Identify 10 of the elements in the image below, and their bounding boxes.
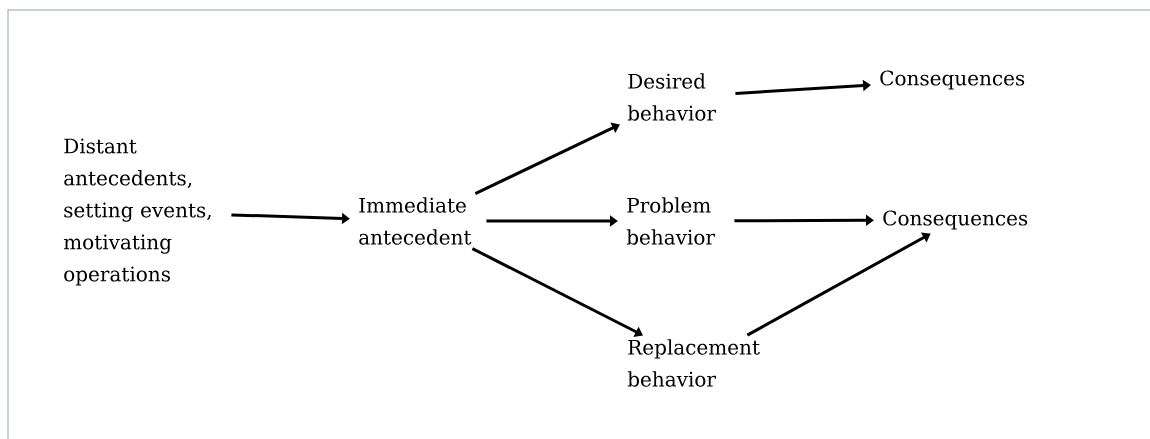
- label-text: Replacement behavior: [627, 339, 760, 387]
- label-text: Consequences: [883, 210, 1028, 230]
- label-text: Immediate antecedent: [359, 197, 472, 245]
- label-text: Desired behavior: [627, 73, 716, 121]
- label-text: Problem behavior: [626, 197, 715, 245]
- arrow: [735, 79, 871, 95]
- arrow: [746, 232, 931, 337]
- arrow: [474, 122, 620, 195]
- label-text: Consequences: [880, 70, 1025, 90]
- label-text: Distant antecedents, setting events, motivating operations: [63, 138, 211, 286]
